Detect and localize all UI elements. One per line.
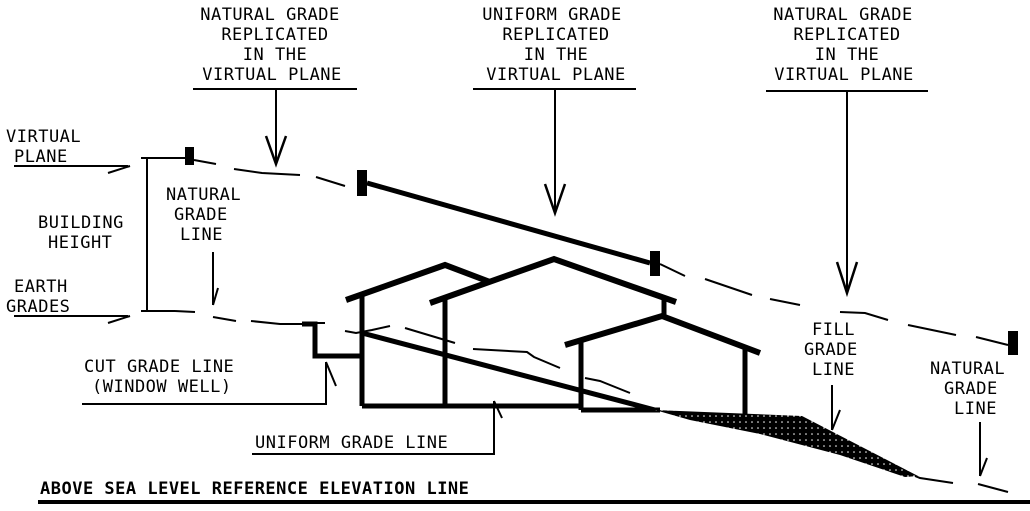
label-line: LINE <box>954 399 997 419</box>
callout-natural-grade-right: NATURAL GRADE REPLICATED IN THE VIRTUAL … <box>766 5 928 298</box>
arrow-head-icon <box>493 400 503 419</box>
virtual-plane-line <box>175 147 1018 355</box>
natural-grade-replicated-dashed <box>193 159 346 187</box>
arrow-head-icon <box>543 183 567 217</box>
uniform-grade-line <box>361 330 656 413</box>
callout-line: REPLICATED <box>793 25 900 45</box>
arrow-head-icon <box>264 135 288 168</box>
callout-line: IN THE <box>815 45 879 65</box>
label-uniform-grade-line: UNIFORM GRADE LINE <box>255 433 448 453</box>
label-line: GRADE <box>804 340 858 360</box>
label-line: FILL <box>812 320 855 340</box>
arrow-head-icon <box>979 457 988 477</box>
plane-marker <box>1008 331 1018 355</box>
plane-marker <box>650 251 660 276</box>
label-virtual-plane: VIRTUAL PLANE <box>6 127 131 174</box>
pointer-line <box>82 362 327 405</box>
label-line: GRADE <box>944 379 998 399</box>
label-line: HEIGHT <box>48 233 112 253</box>
arrow-head-icon <box>107 315 131 324</box>
callout-line: NATURAL GRADE <box>773 5 913 25</box>
label-line: PLANE <box>14 147 68 167</box>
label-line: NATURAL <box>166 185 241 205</box>
label-building-height: BUILDING HEIGHT <box>38 157 175 312</box>
house-right <box>564 312 762 417</box>
label-line: NATURAL <box>930 359 1005 379</box>
label-line: BUILDING <box>38 213 124 233</box>
fill-grade-area <box>655 410 918 477</box>
callout-line: VIRTUAL PLANE <box>202 65 342 85</box>
label-line: (WINDOW WELL) <box>92 377 232 397</box>
label-line: GRADES <box>6 297 70 317</box>
callout-line: VIRTUAL PLANE <box>774 65 914 85</box>
callout-line: IN THE <box>243 45 307 65</box>
plane-marker <box>185 147 194 165</box>
arrow-head-icon <box>212 287 219 306</box>
callout-line: IN THE <box>524 45 588 65</box>
callout-line: VIRTUAL PLANE <box>486 65 626 85</box>
label-line: LINE <box>812 360 855 380</box>
label-line: CUT GRADE LINE <box>84 357 234 377</box>
callout-line: REPLICATED <box>502 25 609 45</box>
label-earth-grades: EARTH GRADES <box>6 277 131 324</box>
house-left <box>345 261 580 409</box>
label-reference-elevation: ABOVE SEA LEVEL REFERENCE ELEVATION LINE <box>40 479 469 499</box>
callout-natural-grade-left: NATURAL GRADE REPLICATED IN THE VIRTUAL … <box>193 5 357 168</box>
callout-uniform-grade: UNIFORM GRADE REPLICATED IN THE VIRTUAL … <box>473 5 636 217</box>
label-line: GRADE <box>174 205 228 225</box>
natural-grade-replicated-dashed <box>659 263 1009 346</box>
pointer-line <box>252 401 495 455</box>
callout-line: UNIFORM GRADE <box>482 5 622 25</box>
cut-grade-line <box>302 321 362 359</box>
label-line: LINE <box>180 225 223 245</box>
arrow-head-icon <box>831 409 841 431</box>
label-line: EARTH <box>14 277 68 297</box>
arrow-head-icon <box>107 165 131 174</box>
arrow-head-icon <box>325 361 337 387</box>
arrow-head-icon <box>835 261 859 298</box>
plane-marker <box>357 170 367 196</box>
uniform-grade-replicated-line <box>366 180 651 266</box>
label-line: VIRTUAL <box>6 127 81 147</box>
callout-line: NATURAL GRADE <box>200 5 340 25</box>
callout-line: REPLICATED <box>221 25 328 45</box>
